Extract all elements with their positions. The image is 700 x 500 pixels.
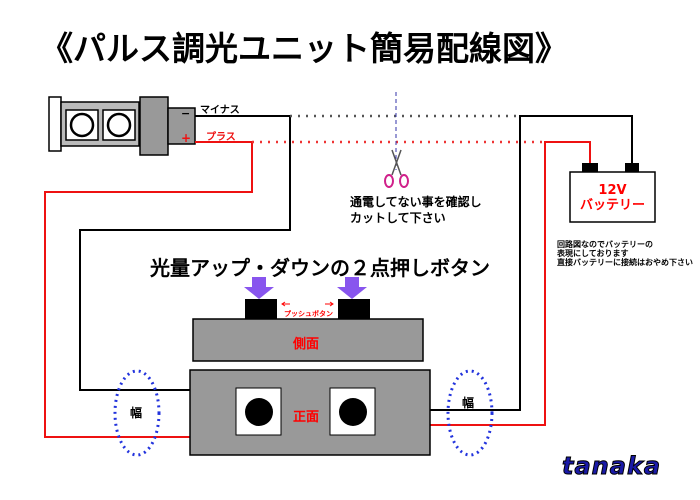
side-view-label: 側面 bbox=[293, 337, 320, 352]
plus-wire-label: プラス bbox=[206, 132, 236, 143]
plus-wire bbox=[44, 141, 591, 438]
circuit-note-line2: 表現にしております bbox=[557, 249, 629, 258]
press-arrow-icon bbox=[244, 277, 367, 299]
side-view-box bbox=[192, 318, 424, 362]
tanaka-logo: tanaka bbox=[561, 452, 662, 481]
push-button-label: プッシュボタン bbox=[284, 310, 333, 318]
minus-wire bbox=[79, 115, 633, 411]
push-arrows-icon bbox=[281, 301, 334, 307]
lamp-connector-icon bbox=[48, 96, 196, 156]
circuit-note-line1: 回路図なのでバッテリーの bbox=[557, 240, 653, 249]
circuit-note-line3: 直接バッテリーに接続はおやめ下さい bbox=[557, 258, 693, 267]
width-label-right: 幅 bbox=[462, 396, 475, 410]
button-headline: 光量アップ・ダウンの２点押しボタン bbox=[150, 256, 490, 280]
page-title: 《パルス調光ユニット簡易配線図》 bbox=[40, 29, 568, 68]
circuit-note: 回路図なのでバッテリーの 表現にしております 直接バッテリーに接続はおやめ下さい bbox=[557, 240, 693, 267]
cut-instruction: 通電してない事を確認し カットして下さい bbox=[350, 194, 482, 226]
cut-instruction-line1: 通電してない事を確認し bbox=[350, 195, 482, 209]
minus-wire-label: マイナス bbox=[200, 105, 240, 116]
minus-sign: − bbox=[181, 107, 191, 120]
battery-voltage: 12V bbox=[598, 183, 627, 198]
front-view-label: 正面 bbox=[293, 410, 320, 425]
push-button-right bbox=[338, 299, 370, 319]
width-label-left: 幅 bbox=[130, 406, 143, 420]
push-button-left bbox=[245, 299, 277, 319]
front-view-box bbox=[189, 369, 431, 456]
battery-label: 12V バッテリー bbox=[570, 183, 655, 213]
battery-icon bbox=[569, 163, 656, 223]
cut-instruction-line2: カットして下さい bbox=[350, 211, 446, 225]
scissors-icon bbox=[384, 149, 409, 188]
plus-sign: + bbox=[181, 131, 192, 145]
width-ellipse-right bbox=[446, 369, 494, 457]
width-ellipse-left bbox=[113, 369, 161, 457]
battery-name: バッテリー bbox=[579, 198, 645, 213]
